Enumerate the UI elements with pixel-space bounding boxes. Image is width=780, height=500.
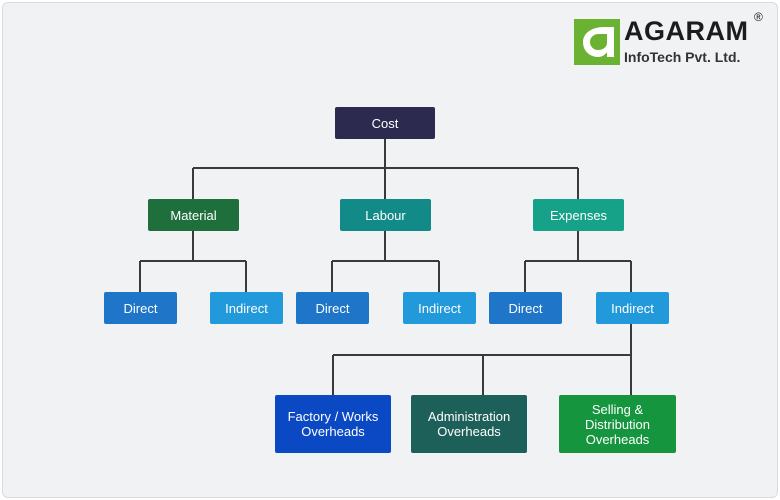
cost-label: Cost — [371, 115, 399, 131]
agaram-logo: AGARAM ® InfoTech Pvt. Ltd. — [574, 10, 774, 72]
labour-label: Labour — [365, 207, 406, 223]
labour-indirect-label: Indirect — [418, 300, 461, 316]
selling-distribution-overheads-node: Selling & Distribution Overheads — [559, 395, 676, 453]
labour-direct-node: Direct — [296, 292, 369, 324]
administration-overheads-label: Administration Overheads — [427, 409, 511, 439]
logo-mark-icon — [574, 19, 620, 65]
selling-distribution-overheads-label: Selling & Distribution Overheads — [584, 401, 651, 447]
material-node: Material — [148, 199, 239, 231]
labour-indirect-node: Indirect — [403, 292, 476, 324]
factory-overheads-label: Factory / Works Overheads — [287, 409, 379, 439]
labour-node: Labour — [340, 199, 431, 231]
labour-direct-label: Direct — [315, 300, 350, 316]
factory-overheads-node: Factory / Works Overheads — [275, 395, 391, 453]
brand-name: AGARAM — [624, 16, 749, 46]
expenses-node: Expenses — [533, 199, 624, 231]
material-indirect-node: Indirect — [210, 292, 283, 324]
expenses-indirect-label: Indirect — [611, 300, 654, 316]
material-label: Material — [170, 207, 217, 223]
expenses-indirect-node: Indirect — [596, 292, 669, 324]
cost-node: Cost — [335, 107, 435, 139]
administration-overheads-node: Administration Overheads — [411, 395, 527, 453]
expenses-label: Expenses — [549, 207, 608, 223]
material-direct-label: Direct — [123, 300, 158, 316]
material-indirect-label: Indirect — [225, 300, 268, 316]
expenses-direct-node: Direct — [489, 292, 562, 324]
expenses-direct-label: Direct — [508, 300, 543, 316]
registered-mark: ® — [754, 10, 763, 24]
material-direct-node: Direct — [104, 292, 177, 324]
brand-subtitle: InfoTech Pvt. Ltd. — [624, 49, 741, 65]
